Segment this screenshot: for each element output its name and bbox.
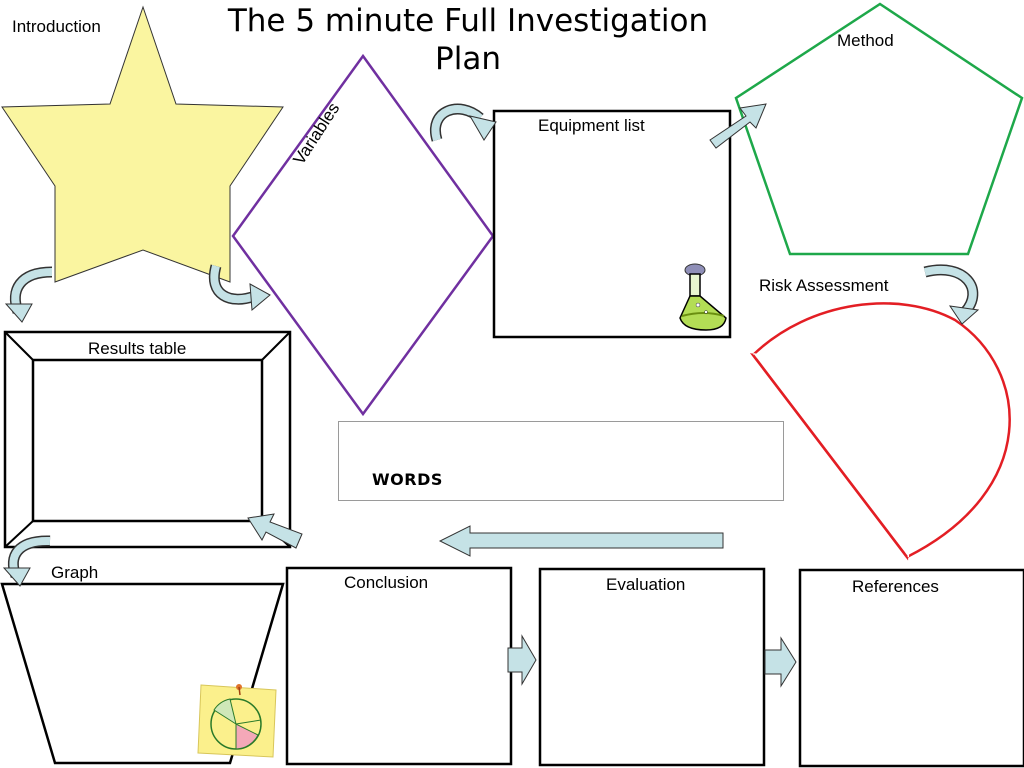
risk-assessment-side — [752, 354, 908, 558]
results-table-frame — [3, 330, 292, 549]
flask-clipart-icon — [679, 263, 727, 331]
conclusion-box — [285, 566, 513, 766]
conclusion-label: Conclusion — [344, 573, 429, 592]
curved-arrow-variables-to-equipment — [429, 103, 497, 142]
curved-arrow-results-to-graph — [2, 535, 51, 587]
curved-arrow-intro-to-results — [4, 266, 53, 323]
introduction-star — [1, 5, 284, 283]
introduction-label: Introduction — [12, 17, 101, 36]
results-table-label: Results table — [88, 339, 187, 358]
risk-assessment-arc — [752, 302, 1011, 559]
arrow-keywords-to-conclusion — [438, 525, 724, 557]
method-pentagon — [734, 2, 1024, 256]
risk-assessment-label: Risk Assessment — [759, 276, 889, 295]
curved-arrow-method-to-risk — [923, 264, 980, 325]
curved-arrow-intro-to-variables — [208, 264, 271, 312]
arrow-graph-to-results — [247, 513, 303, 549]
page-title: The 5 minute Full Investigation Plan — [227, 3, 709, 77]
key-words-label: WORDS — [372, 470, 443, 489]
pie-chart-sticky-note-icon — [197, 684, 277, 758]
arrow-conclusion-to-evaluation — [507, 634, 537, 686]
references-label: References — [852, 577, 939, 596]
arrow-equipment-to-method — [709, 103, 767, 149]
risk-assessment-cover — [752, 353, 910, 558]
graph-label: Graph — [51, 563, 99, 582]
method-label: Method — [837, 31, 894, 50]
key-words-box — [338, 421, 784, 501]
references-box — [798, 568, 1024, 768]
equipment-list-label: Equipment list — [538, 116, 645, 135]
evaluation-box — [538, 567, 766, 767]
arrow-evaluation-to-references — [764, 636, 797, 688]
evaluation-label: Evaluation — [606, 575, 686, 594]
variables-diamond — [231, 53, 495, 417]
